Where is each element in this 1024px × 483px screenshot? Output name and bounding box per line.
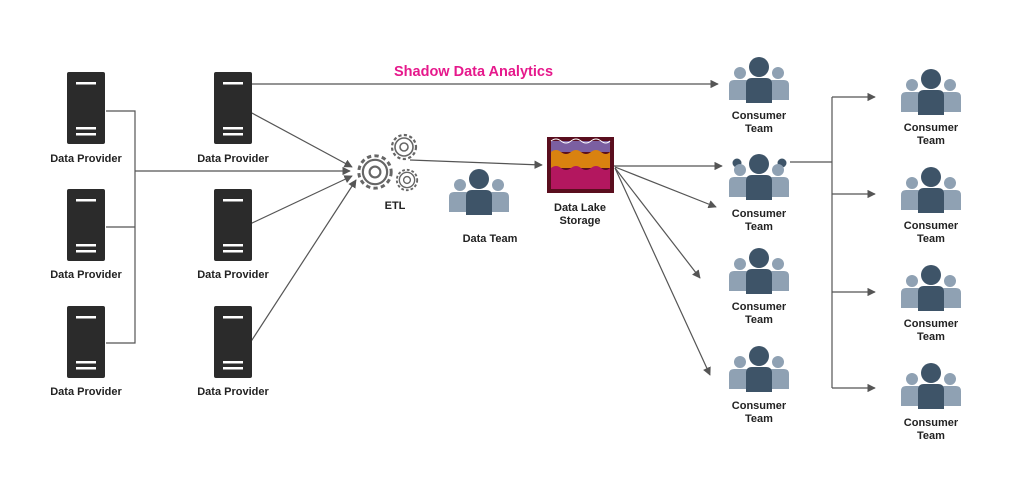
- people-group-icon: [901, 363, 961, 409]
- consumer-team-label: Consumer Team: [903, 122, 959, 147]
- provider-to-etl-arrow: [249, 111, 353, 168]
- people-group-icon: [901, 265, 961, 311]
- people-group-icon: [729, 57, 789, 103]
- consumer-team-label: Consumer Team: [731, 301, 787, 326]
- provider-to-etl-arrow: [249, 175, 353, 225]
- data-lake-label: Data Lake Storage: [554, 202, 606, 227]
- server-icon: [67, 72, 105, 144]
- gears-icon: [357, 133, 419, 192]
- etl-label: ETL: [384, 200, 406, 212]
- people-group-icon: [901, 167, 961, 213]
- server-icon: [214, 189, 252, 261]
- consumer-team-label: Consumer Team: [903, 417, 959, 442]
- lake-to-consumer-arrow: [614, 166, 717, 209]
- etl-to-lake-arrow: [409, 159, 543, 169]
- provider-to-etl-arrow: [249, 179, 357, 344]
- people-group-icon: [729, 346, 789, 392]
- people-group-icon: [729, 248, 789, 294]
- server-icon: [67, 306, 105, 378]
- server-icon: [214, 306, 252, 378]
- people-group-icon: [449, 169, 509, 215]
- consumer-team-label: Consumer Team: [731, 400, 787, 425]
- people-group-icon: [901, 69, 961, 115]
- consumer-team-label: Consumer Team: [903, 318, 959, 343]
- data-team-label: Data Team: [462, 233, 518, 245]
- consumer-team-label: Consumer Team: [903, 220, 959, 245]
- server-icon: [214, 72, 252, 144]
- data-provider-label: Data Provider: [50, 269, 122, 281]
- data-provider-label: Data Provider: [197, 269, 269, 281]
- server-icon: [67, 189, 105, 261]
- data-lake-icon: [547, 137, 614, 193]
- data-provider-label: Data Provider: [197, 386, 269, 398]
- data-provider-label: Data Provider: [197, 153, 269, 165]
- diagram-title: Shadow Data Analytics: [394, 64, 554, 80]
- data-provider-label: Data Provider: [50, 153, 122, 165]
- data-provider-label: Data Provider: [50, 386, 122, 398]
- consumer-team-label: Consumer Team: [731, 208, 787, 233]
- lake-to-consumer-arrow: [614, 167, 701, 279]
- consumer-team-label: Consumer Team: [731, 110, 787, 135]
- lake-to-consumer-arrow: [614, 167, 711, 376]
